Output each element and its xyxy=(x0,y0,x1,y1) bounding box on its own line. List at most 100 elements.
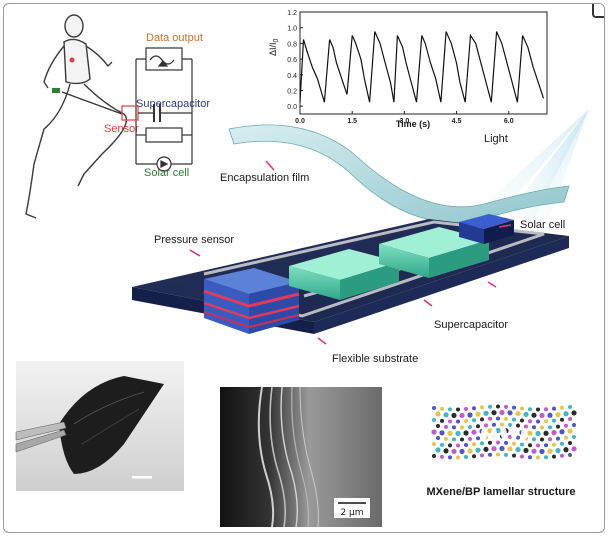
lamellar-atom xyxy=(432,418,436,422)
lamellar-atom xyxy=(460,425,464,430)
lamellar-atom xyxy=(500,422,504,427)
supercapacitor-label: Supercapacitor xyxy=(434,319,508,331)
lamellar-atom xyxy=(552,454,556,459)
lamellar-atom xyxy=(516,435,520,440)
lamellar-atom xyxy=(564,435,568,440)
lamellar-atom xyxy=(540,437,544,442)
lamellar-atom xyxy=(507,410,513,416)
chart-ylabel: ΔI/I0 xyxy=(268,38,280,56)
light-label: Light xyxy=(484,133,508,145)
solar-cell-arrow xyxy=(498,224,512,228)
lamellar-atom xyxy=(504,452,508,457)
lamellar-atom xyxy=(439,430,445,436)
lamellar-atom xyxy=(463,430,469,436)
lamellar-atom xyxy=(484,423,488,428)
chart-x-tick-label: 6.0 xyxy=(504,118,514,125)
lamellar-atom xyxy=(468,425,472,430)
lamellar-atom xyxy=(480,453,484,458)
lamellar-atom xyxy=(512,417,516,422)
runner-illustration xyxy=(25,14,128,219)
lamellar-atom xyxy=(436,436,440,440)
lamellar-atom xyxy=(515,410,521,417)
lamellar-atom xyxy=(496,416,500,421)
lamellar-atom xyxy=(568,404,572,409)
lamellar-atom xyxy=(528,407,532,412)
lamellar-atom xyxy=(472,442,476,447)
lamellar-atom xyxy=(440,406,444,411)
wrist-band xyxy=(52,88,60,93)
substrate-side xyxy=(314,236,569,334)
lamellar-atom xyxy=(483,410,489,416)
pressure-sensor-label: Pressure sensor xyxy=(154,234,234,246)
lamellar-atom xyxy=(431,429,437,435)
lamellar-atom xyxy=(432,406,436,410)
lamellar-atom xyxy=(539,448,545,455)
lamellar-atom xyxy=(467,448,473,454)
lamellar-atom xyxy=(559,429,565,435)
expand-icon[interactable] xyxy=(592,4,604,18)
chart-y-tick-label: 0.0 xyxy=(287,104,297,111)
lamellar-atom xyxy=(556,436,560,441)
lamellar-atom xyxy=(440,418,444,423)
lamellar-interlayer-gap xyxy=(501,428,507,440)
lamellar-atom xyxy=(556,424,560,429)
flexible-substrate-label: Flexible substrate xyxy=(332,353,418,365)
lamellar-interlayer-gap xyxy=(521,428,527,440)
lamellar-atom xyxy=(548,437,552,442)
circuit-diagram: Data output Supercapacitor Sensor Solar … xyxy=(104,32,210,179)
lamellar-atom xyxy=(435,411,441,417)
lamellar-atom xyxy=(568,440,572,445)
lamellar-atom xyxy=(499,409,505,416)
lamellar-atom xyxy=(491,410,497,416)
lamellar-atom xyxy=(480,405,484,410)
lamellar-atom xyxy=(567,428,573,434)
lamellar-atom xyxy=(551,430,557,436)
lamellar-atom xyxy=(491,446,497,452)
chart-x-tick-label: 4.5 xyxy=(452,118,462,125)
lamellar-atom xyxy=(520,406,524,411)
chart-y-tick-label: 0.6 xyxy=(287,57,297,64)
lamellar-atom xyxy=(496,404,500,409)
chart-x-tick-label: 0.0 xyxy=(295,118,305,125)
lamellar-structure-caption: MXene/BP lamellar structure xyxy=(427,486,576,498)
lamellar-atom xyxy=(572,434,576,439)
pressure-sensor-block xyxy=(203,268,300,334)
lamellar-atom xyxy=(440,442,444,447)
lamellar-atom xyxy=(444,436,448,441)
solar-cell-label: Solar cell xyxy=(520,219,565,231)
lamellar-atom xyxy=(456,407,460,412)
lamellar-atom xyxy=(475,447,481,453)
lamellar-atom xyxy=(472,454,476,459)
lamellar-atom xyxy=(456,455,460,460)
lamellar-atom xyxy=(448,419,452,424)
lamellar-atom xyxy=(512,453,516,458)
runner-leg-left xyxy=(25,83,71,219)
lamellar-atom xyxy=(451,448,457,454)
chart-x-tick-label: 3.0 xyxy=(399,118,409,125)
lamellar-atom xyxy=(472,418,476,423)
runner-arm-left xyxy=(43,45,65,89)
lamellar-interlayer-gap xyxy=(511,428,517,440)
lamellar-atom xyxy=(448,455,452,460)
lamellar-atom xyxy=(504,440,508,445)
lamellar-atom xyxy=(443,448,449,454)
lamellar-atom xyxy=(459,448,465,455)
lamellar-atom xyxy=(555,412,561,418)
lamellar-atom xyxy=(464,407,468,412)
lamellar-atom xyxy=(459,412,465,419)
chart-y-tick-label: 1.2 xyxy=(287,10,297,17)
lamellar-atom xyxy=(440,454,444,459)
lamellar-atom xyxy=(544,407,548,412)
lamellar-atom xyxy=(520,418,524,423)
data-output-wave xyxy=(149,55,175,65)
lamellar-atom xyxy=(520,442,524,447)
lamellar-atom xyxy=(488,440,492,445)
lamellar-atom xyxy=(536,443,540,448)
runner-arm-right xyxy=(85,45,113,67)
supercapacitor-arrow-a xyxy=(423,299,433,307)
lamellar-atom xyxy=(568,416,572,421)
circuit-sensor-label: Sensor xyxy=(104,123,139,135)
lamellar-atom xyxy=(451,412,457,418)
chart-y-tick-label: 0.2 xyxy=(287,88,297,95)
